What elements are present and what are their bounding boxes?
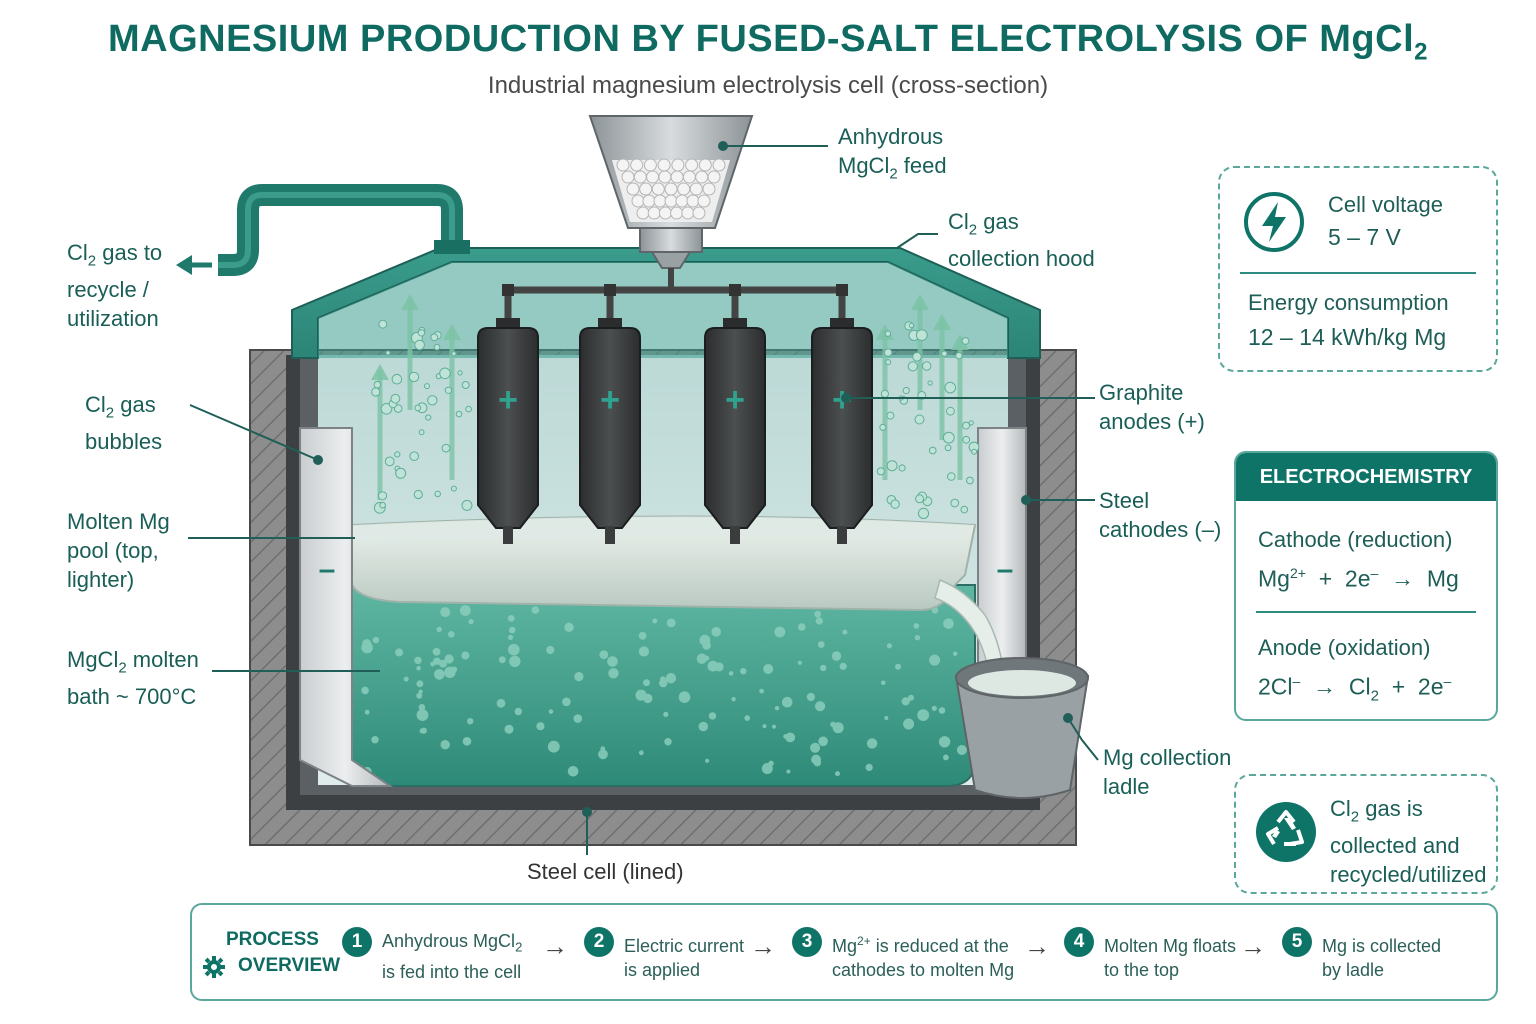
anode-equation: 2Cl– → Cl2 + 2e–: [1258, 673, 1452, 705]
anode-title: Anode (oxidation): [1258, 635, 1431, 660]
energy-value: 12 – 14 kWh/kg Mg: [1248, 324, 1447, 350]
page-subtitle: Industrial magnesium electrolysis cell (…: [487, 72, 1049, 99]
label-steel-cell: Steel cell (lined): [527, 859, 684, 884]
label-anodes: Graphite anodes (+): [1099, 380, 1205, 434]
mgcl2-pellets: [616, 158, 726, 220]
recycle-icon: [1256, 802, 1316, 862]
step-arrow-icon: →: [1240, 931, 1266, 961]
lightning-icon: [1244, 192, 1304, 252]
page-title: MAGNESIUM PRODUCTION BY FUSED-SALT ELECT…: [107, 18, 1429, 66]
cl2-outlet-pipe: [218, 184, 463, 276]
anode-plus-sign: +: [498, 381, 518, 419]
gear-icon: [203, 956, 225, 978]
anode-plus-sign: +: [600, 381, 620, 419]
step-arrow-icon: →: [750, 931, 776, 961]
cathode-minus-right: –: [997, 553, 1014, 586]
electrochemistry-heading: ELECTROCHEMISTRY: [1236, 453, 1496, 501]
steel-cathode-left: [299, 427, 394, 787]
voltage-title: Cell voltage: [1328, 192, 1443, 217]
electrochemistry-box: ELECTROCHEMISTRY Cathode (reduction) Mg2…: [1234, 451, 1498, 721]
cell-parameters-box: Cell voltage 5 – 7 V Energy consumption …: [1218, 166, 1498, 372]
anode-plus-sign: +: [725, 381, 745, 419]
label-hood: Cl2 gas collection hood: [948, 209, 1095, 272]
step-arrow-icon: →: [1024, 931, 1050, 961]
cl2-gas-bubbles: [371, 294, 980, 520]
step-number-5: 5: [1282, 927, 1312, 957]
recycle-text: Cl2 gas is collected and recycled/utiliz…: [1330, 796, 1487, 888]
graphite-anode-1: +: [477, 318, 539, 544]
label-ladle: Mg collection ladle: [1103, 745, 1232, 799]
bath-bubbles: [361, 605, 967, 777]
label-mg-pool: Molten Mg pool (top, lighter): [67, 509, 170, 592]
graphite-anode-2: +: [579, 318, 641, 544]
step-arrow-icon: →: [542, 931, 568, 961]
mg-collection-ladle: [954, 675, 1090, 799]
process-heading: PROCESS OVERVIEW: [203, 927, 340, 979]
step-number-3: 3: [792, 927, 822, 957]
step-number-2: 2: [584, 927, 614, 957]
label-cl2-recycle: Cl2 gas to recycle / utilization: [67, 240, 163, 332]
cathode-minus-left: –: [319, 553, 336, 586]
label-cathodes: Steel cathodes (–): [1099, 488, 1222, 542]
energy-title: Energy consumption: [1248, 290, 1449, 315]
label-bath: MgCl2 molten bath ~ 700°C: [67, 647, 199, 710]
graphite-anode-3: +: [704, 318, 766, 544]
label-bubbles: Cl2 gas bubbles: [85, 392, 163, 455]
step-number-1: 1: [342, 927, 372, 957]
step-number-4: 4: [1064, 927, 1094, 957]
cathode-title: Cathode (reduction): [1258, 527, 1453, 552]
cathode-equation: Mg2+ + 2e– → Mg: [1258, 565, 1459, 592]
recycle-box: Cl2 gas is collected and recycled/utiliz…: [1234, 774, 1498, 894]
graphite-anodes: + + + +: [477, 318, 873, 544]
graphite-anode-4: +: [811, 318, 873, 544]
voltage-value: 5 – 7 V: [1328, 224, 1401, 250]
label-feed: Anhydrous MgCl2 feed: [838, 124, 947, 183]
